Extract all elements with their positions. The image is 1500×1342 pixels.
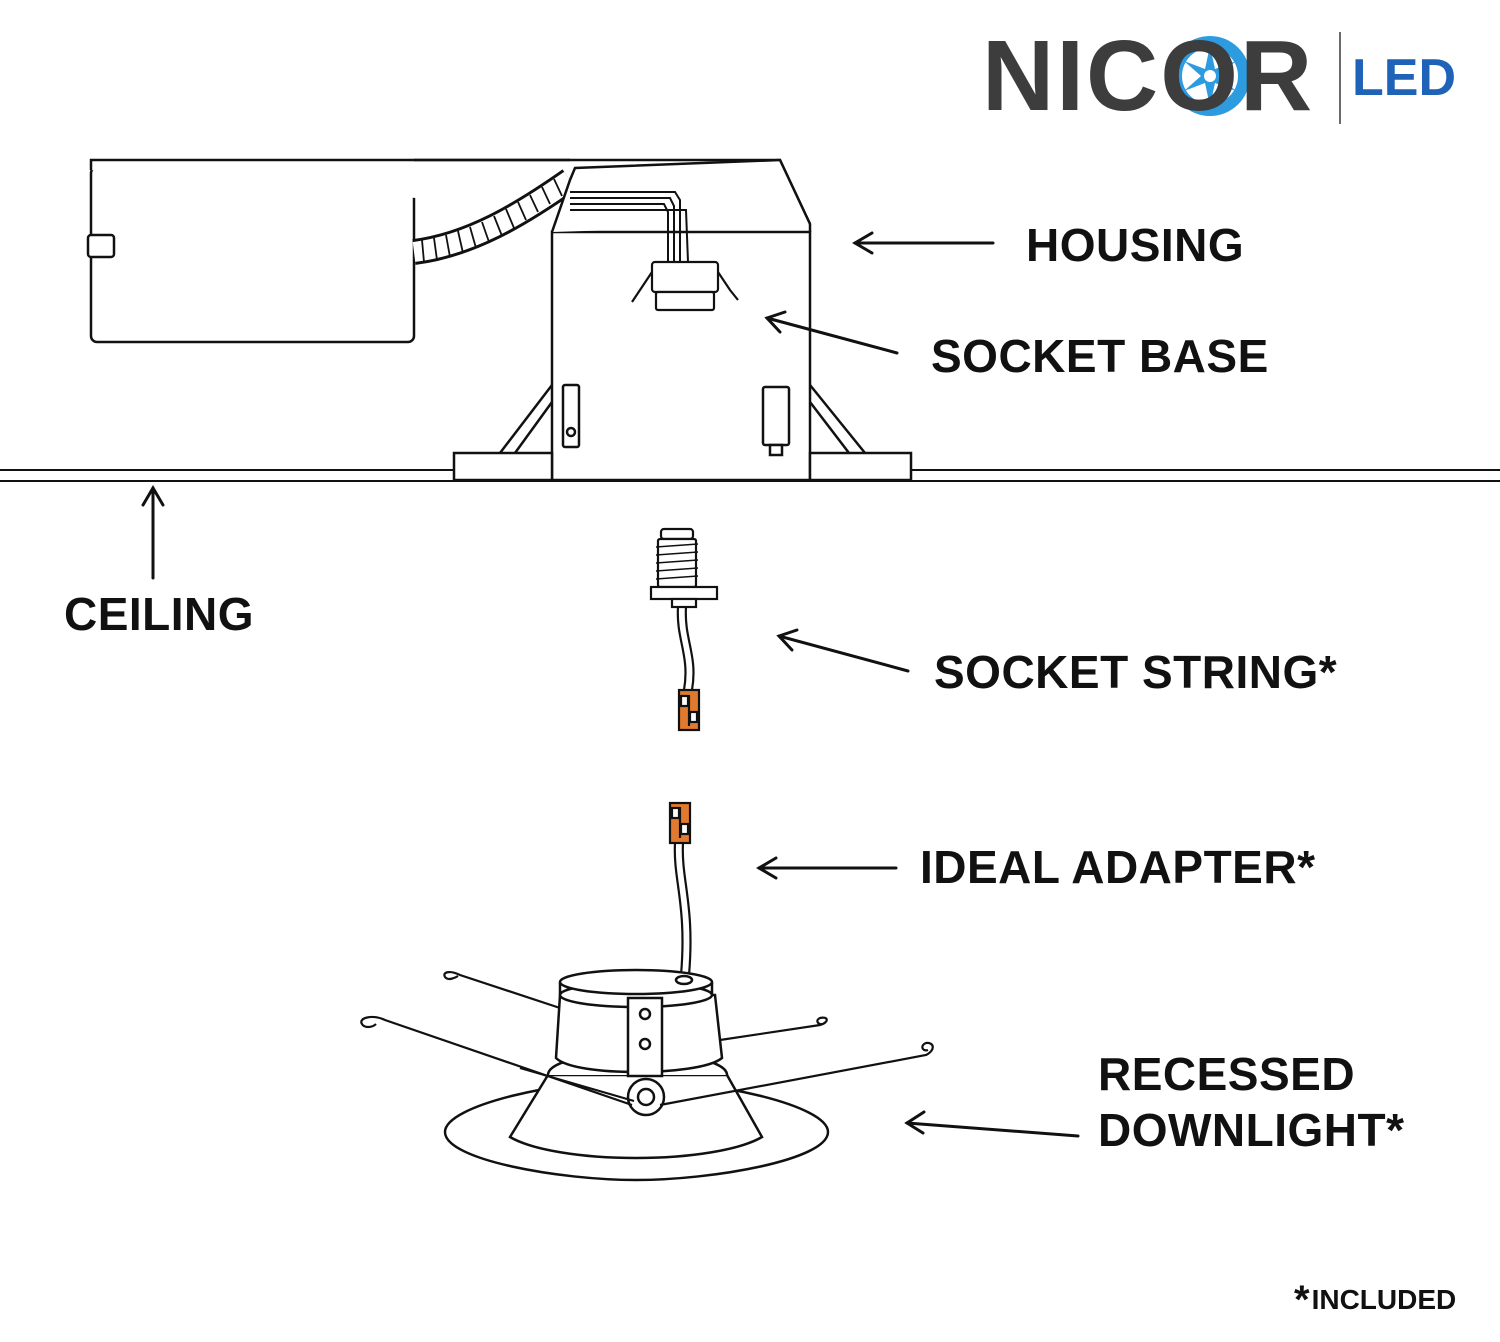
- arrow-ideal-adapter: [756, 856, 898, 880]
- ideal-adapter-label: IDEAL ADAPTER*: [920, 841, 1316, 893]
- socket-string-label: SOCKET STRING*: [934, 646, 1338, 698]
- arrow-socket-base: [764, 310, 899, 355]
- recessed-downlight-label: RECESSED DOWNLIGHT*: [1098, 1046, 1405, 1158]
- socket-base: [631, 260, 739, 312]
- ideal-adapter: [668, 801, 692, 976]
- recessed-label-line2: DOWNLIGHT*: [1098, 1104, 1405, 1156]
- ceiling-label: CEILING: [64, 588, 255, 640]
- socket-string: [649, 527, 719, 732]
- housing-mounting-feet: [452, 383, 913, 482]
- footnote-asterisk: *: [1294, 1278, 1310, 1322]
- flex-conduit: [412, 169, 578, 265]
- arrows: [141, 231, 1080, 1138]
- recessed-label-line1: RECESSED: [1098, 1048, 1356, 1100]
- included-footnote: *INCLUDED: [1294, 1278, 1456, 1323]
- logo-star-icon: [1170, 36, 1250, 116]
- logo-graphics: [1170, 32, 1341, 124]
- housing-wires: [570, 191, 689, 263]
- housing-label: HOUSING: [1026, 219, 1245, 271]
- logo-led: LED: [1352, 49, 1456, 107]
- arrow-downlight: [904, 1110, 1080, 1138]
- housing-can: [550, 158, 812, 482]
- downlight-cone: [508, 1073, 764, 1160]
- arrow-housing: [852, 231, 995, 255]
- arrow-socket-string: [776, 628, 910, 673]
- logo-brand: NICOR: [982, 20, 1315, 132]
- socket-base-label: SOCKET BASE: [931, 330, 1269, 382]
- footnote-text: INCLUDED: [1311, 1284, 1457, 1315]
- arrow-ceiling: [141, 485, 165, 580]
- recessed-downlight: [360, 968, 934, 1182]
- downlight-springs: [360, 971, 934, 1107]
